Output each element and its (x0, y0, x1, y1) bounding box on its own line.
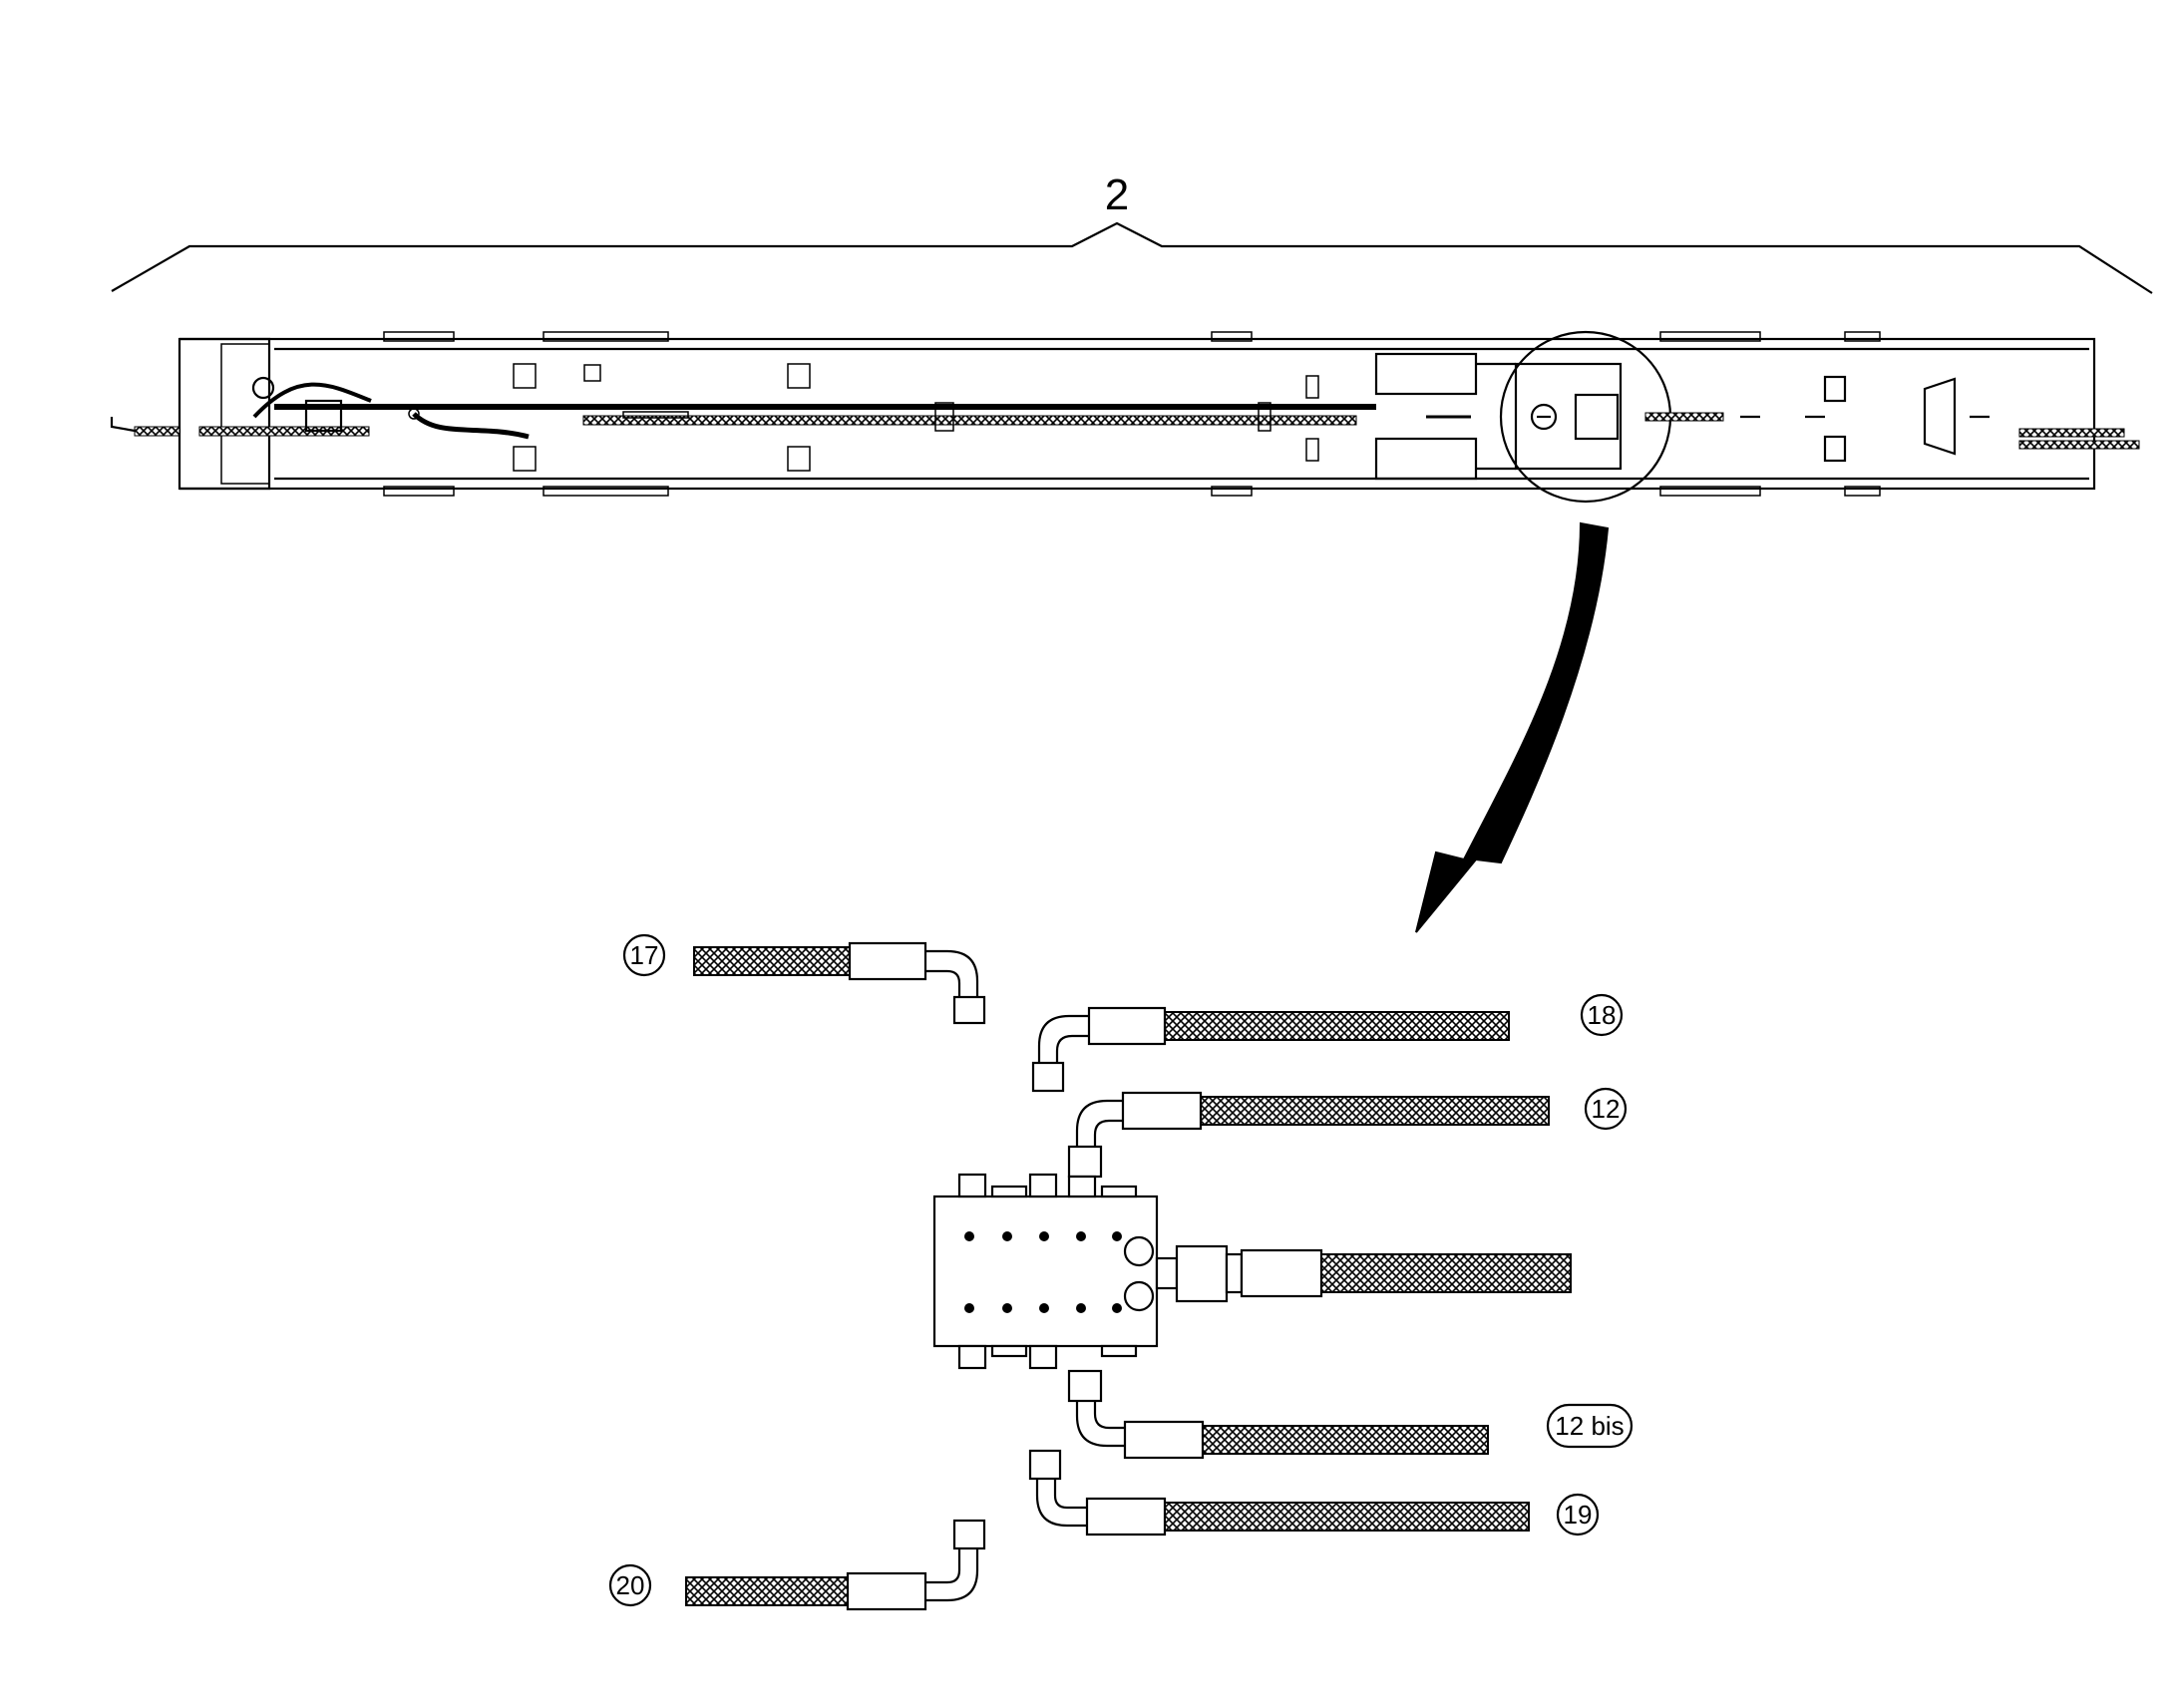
assembly-bracket: 2 (111, 171, 2153, 294)
callout-17: 17 (622, 933, 666, 977)
callout-12-text: 12 (1592, 1094, 1621, 1124)
hose-19 (1028, 1449, 1530, 1537)
hose-20 (685, 1519, 986, 1611)
callout-18: 18 (1580, 993, 1624, 1037)
hose-18 (1031, 1006, 1510, 1093)
callout-12-bis-text: 12 bis (1555, 1411, 1624, 1441)
callout-17-text: 17 (630, 940, 659, 970)
hose-17 (693, 941, 986, 1025)
callout-19-text: 19 (1564, 1500, 1593, 1530)
callout-12-bis: 12 bis (1546, 1403, 1634, 1449)
beam-overview (110, 330, 2140, 504)
distribution-manifold (932, 1173, 1572, 1370)
detail-arrow (1415, 521, 1610, 933)
callout-20: 20 (608, 1563, 652, 1607)
callout-12: 12 (1584, 1087, 1628, 1131)
callout-20-text: 20 (616, 1570, 645, 1600)
callout-18-text: 18 (1588, 1000, 1617, 1030)
hose-12-bis (1067, 1369, 1489, 1460)
assembly-label: 2 (1105, 171, 1129, 219)
callout-19: 19 (1556, 1493, 1600, 1537)
hose-12 (1067, 1091, 1550, 1179)
